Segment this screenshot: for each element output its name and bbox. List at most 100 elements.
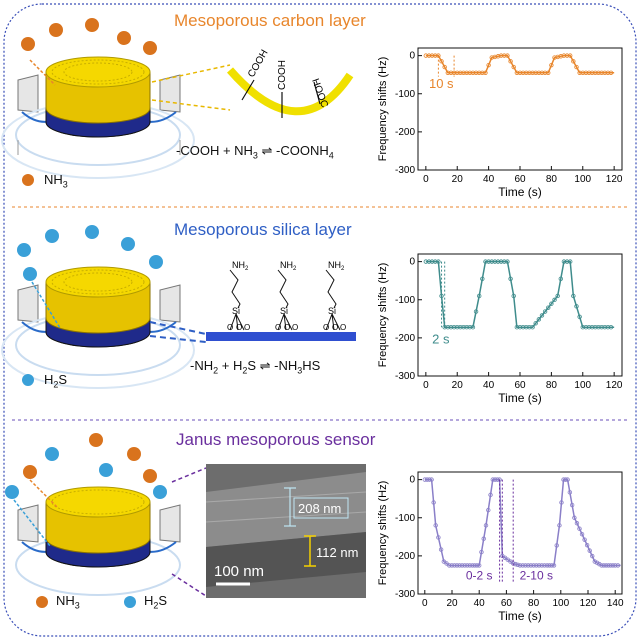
x-axis-label: Time (s): [498, 609, 542, 623]
data-point: [436, 535, 441, 540]
legend-nh3-1: NH3: [44, 172, 68, 190]
data-point: [583, 324, 589, 330]
data-point: [531, 563, 536, 568]
data-point: [480, 276, 485, 281]
data-point: [508, 276, 513, 281]
response-time-label-1: 0-2 s: [466, 569, 493, 583]
y-tick-label: 0: [409, 475, 415, 486]
data-point: [592, 559, 597, 564]
data-point: [605, 324, 611, 330]
data-point: [511, 293, 516, 299]
data-point: [454, 563, 460, 568]
data-point: [530, 70, 535, 75]
x-tick-label: 120: [606, 380, 623, 391]
data-point: [580, 70, 585, 75]
sensor-device-2: [1, 266, 195, 389]
data-point: [572, 515, 577, 520]
data-point: [514, 70, 520, 75]
data-point: [612, 563, 618, 568]
legend-nh3-3: NH3: [56, 593, 80, 611]
data-point: [574, 64, 579, 70]
svg-text:O: O: [244, 323, 250, 332]
svg-text:O: O: [284, 323, 290, 332]
sensor-illustration-3: [5, 433, 181, 608]
data-point: [574, 521, 580, 526]
data-point: [458, 324, 463, 330]
data-point: [445, 70, 451, 75]
data-point: [536, 563, 542, 568]
x-tick-label: 0: [423, 174, 429, 185]
panel-1-title: Mesoporous carbon layer: [174, 11, 366, 30]
data-point: [574, 304, 579, 309]
data-point: [561, 259, 567, 264]
si-label-2: Si: [280, 306, 288, 316]
group-cooh-1: COOH: [246, 48, 271, 79]
x-tick-label: 40: [483, 380, 495, 391]
data-point: [589, 324, 595, 330]
svg-text:O: O: [292, 323, 298, 332]
data-point: [479, 549, 484, 555]
data-point: [554, 543, 559, 548]
data-point: [524, 324, 529, 330]
h2s-molecules-2: [17, 225, 163, 281]
data-point: [476, 70, 482, 75]
data-point: [498, 259, 504, 264]
data-point: [605, 70, 611, 75]
data-point: [602, 70, 607, 75]
data-point: [458, 70, 463, 75]
data-point: [429, 53, 435, 58]
response-time-label-2: 2-10 s: [520, 569, 553, 583]
data-point: [429, 477, 434, 482]
data-point: [426, 259, 432, 264]
si-label-1: Si: [232, 306, 240, 316]
data-point: [549, 563, 554, 568]
data-point: [488, 492, 493, 498]
sensor-illustration-2: [1, 225, 195, 389]
data-point: [586, 70, 592, 75]
data-point: [587, 548, 592, 553]
x-tick-label: 80: [546, 174, 558, 185]
data-point: [423, 259, 429, 264]
tem-thickness-top: 208 nm: [298, 501, 341, 516]
data-point: [527, 70, 532, 75]
series-line: [425, 260, 615, 328]
data-point: [596, 70, 601, 75]
data-point: [445, 324, 451, 330]
data-point: [473, 309, 479, 314]
sensor-device-1: [1, 56, 195, 179]
data-point: [439, 59, 444, 64]
data-point: [511, 64, 516, 70]
data-point: [492, 259, 498, 264]
panel-3-title: Janus mesoporous sensor: [176, 430, 376, 449]
data-point: [480, 70, 485, 75]
x-tick-label: 60: [501, 598, 513, 609]
data-point: [442, 324, 447, 330]
x-tick-label: 100: [574, 174, 591, 185]
nh2-label-3: NH2: [328, 260, 345, 272]
data-point: [473, 70, 479, 75]
data-point: [593, 324, 598, 330]
h2s-legend-ball-2: [22, 374, 34, 386]
data-point: [495, 259, 501, 264]
data-point: [465, 563, 470, 568]
response-time-label: 2 s: [432, 332, 450, 347]
data-point: [448, 324, 454, 330]
y-tick-label: -200: [395, 127, 415, 138]
svg-text:O: O: [227, 323, 233, 332]
data-point: [508, 59, 513, 64]
x-tick-label: 80: [546, 380, 558, 391]
data-point: [542, 70, 548, 75]
nh2-label-2: NH2: [280, 260, 297, 272]
data-point: [451, 324, 457, 330]
data-point: [601, 563, 607, 568]
data-point: [423, 53, 429, 58]
x-tick-label: 120: [580, 598, 597, 609]
data-point: [489, 259, 494, 264]
data-point: [452, 563, 457, 568]
carbon-arc: [226, 67, 354, 116]
data-point: [596, 324, 601, 330]
legend-h2s-2: H2S: [44, 372, 68, 390]
